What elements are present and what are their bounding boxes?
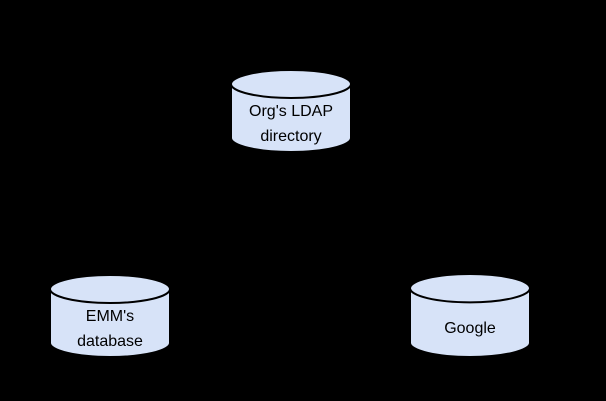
database-cylinder-icon: [409, 273, 531, 358]
node-google: Google: [409, 273, 531, 358]
cylinder-top-rim: [230, 83, 352, 99]
node-org-ldap-directory: Org's LDAP directory: [230, 69, 352, 153]
node-label-line: database: [77, 333, 143, 350]
node-label-line: directory: [260, 128, 322, 145]
cylinder-top-rim: [49, 288, 171, 304]
cylinder-body: [49, 274, 171, 358]
node-label-line: Org's LDAP: [249, 103, 333, 120]
database-cylinder-icon: [49, 274, 171, 358]
database-cylinder-icon: [230, 69, 352, 153]
node-emm-database: EMM's database: [49, 274, 171, 358]
node-label-line: Google: [444, 320, 496, 337]
node-label: Google: [413, 301, 527, 356]
node-label: EMM's database: [53, 302, 167, 356]
cylinder-body: [409, 273, 531, 358]
node-label: Org's LDAP directory: [234, 97, 348, 151]
cylinder-top-rim: [409, 287, 531, 304]
node-label-line: EMM's: [85, 308, 135, 325]
cylinder-body: [230, 69, 352, 153]
